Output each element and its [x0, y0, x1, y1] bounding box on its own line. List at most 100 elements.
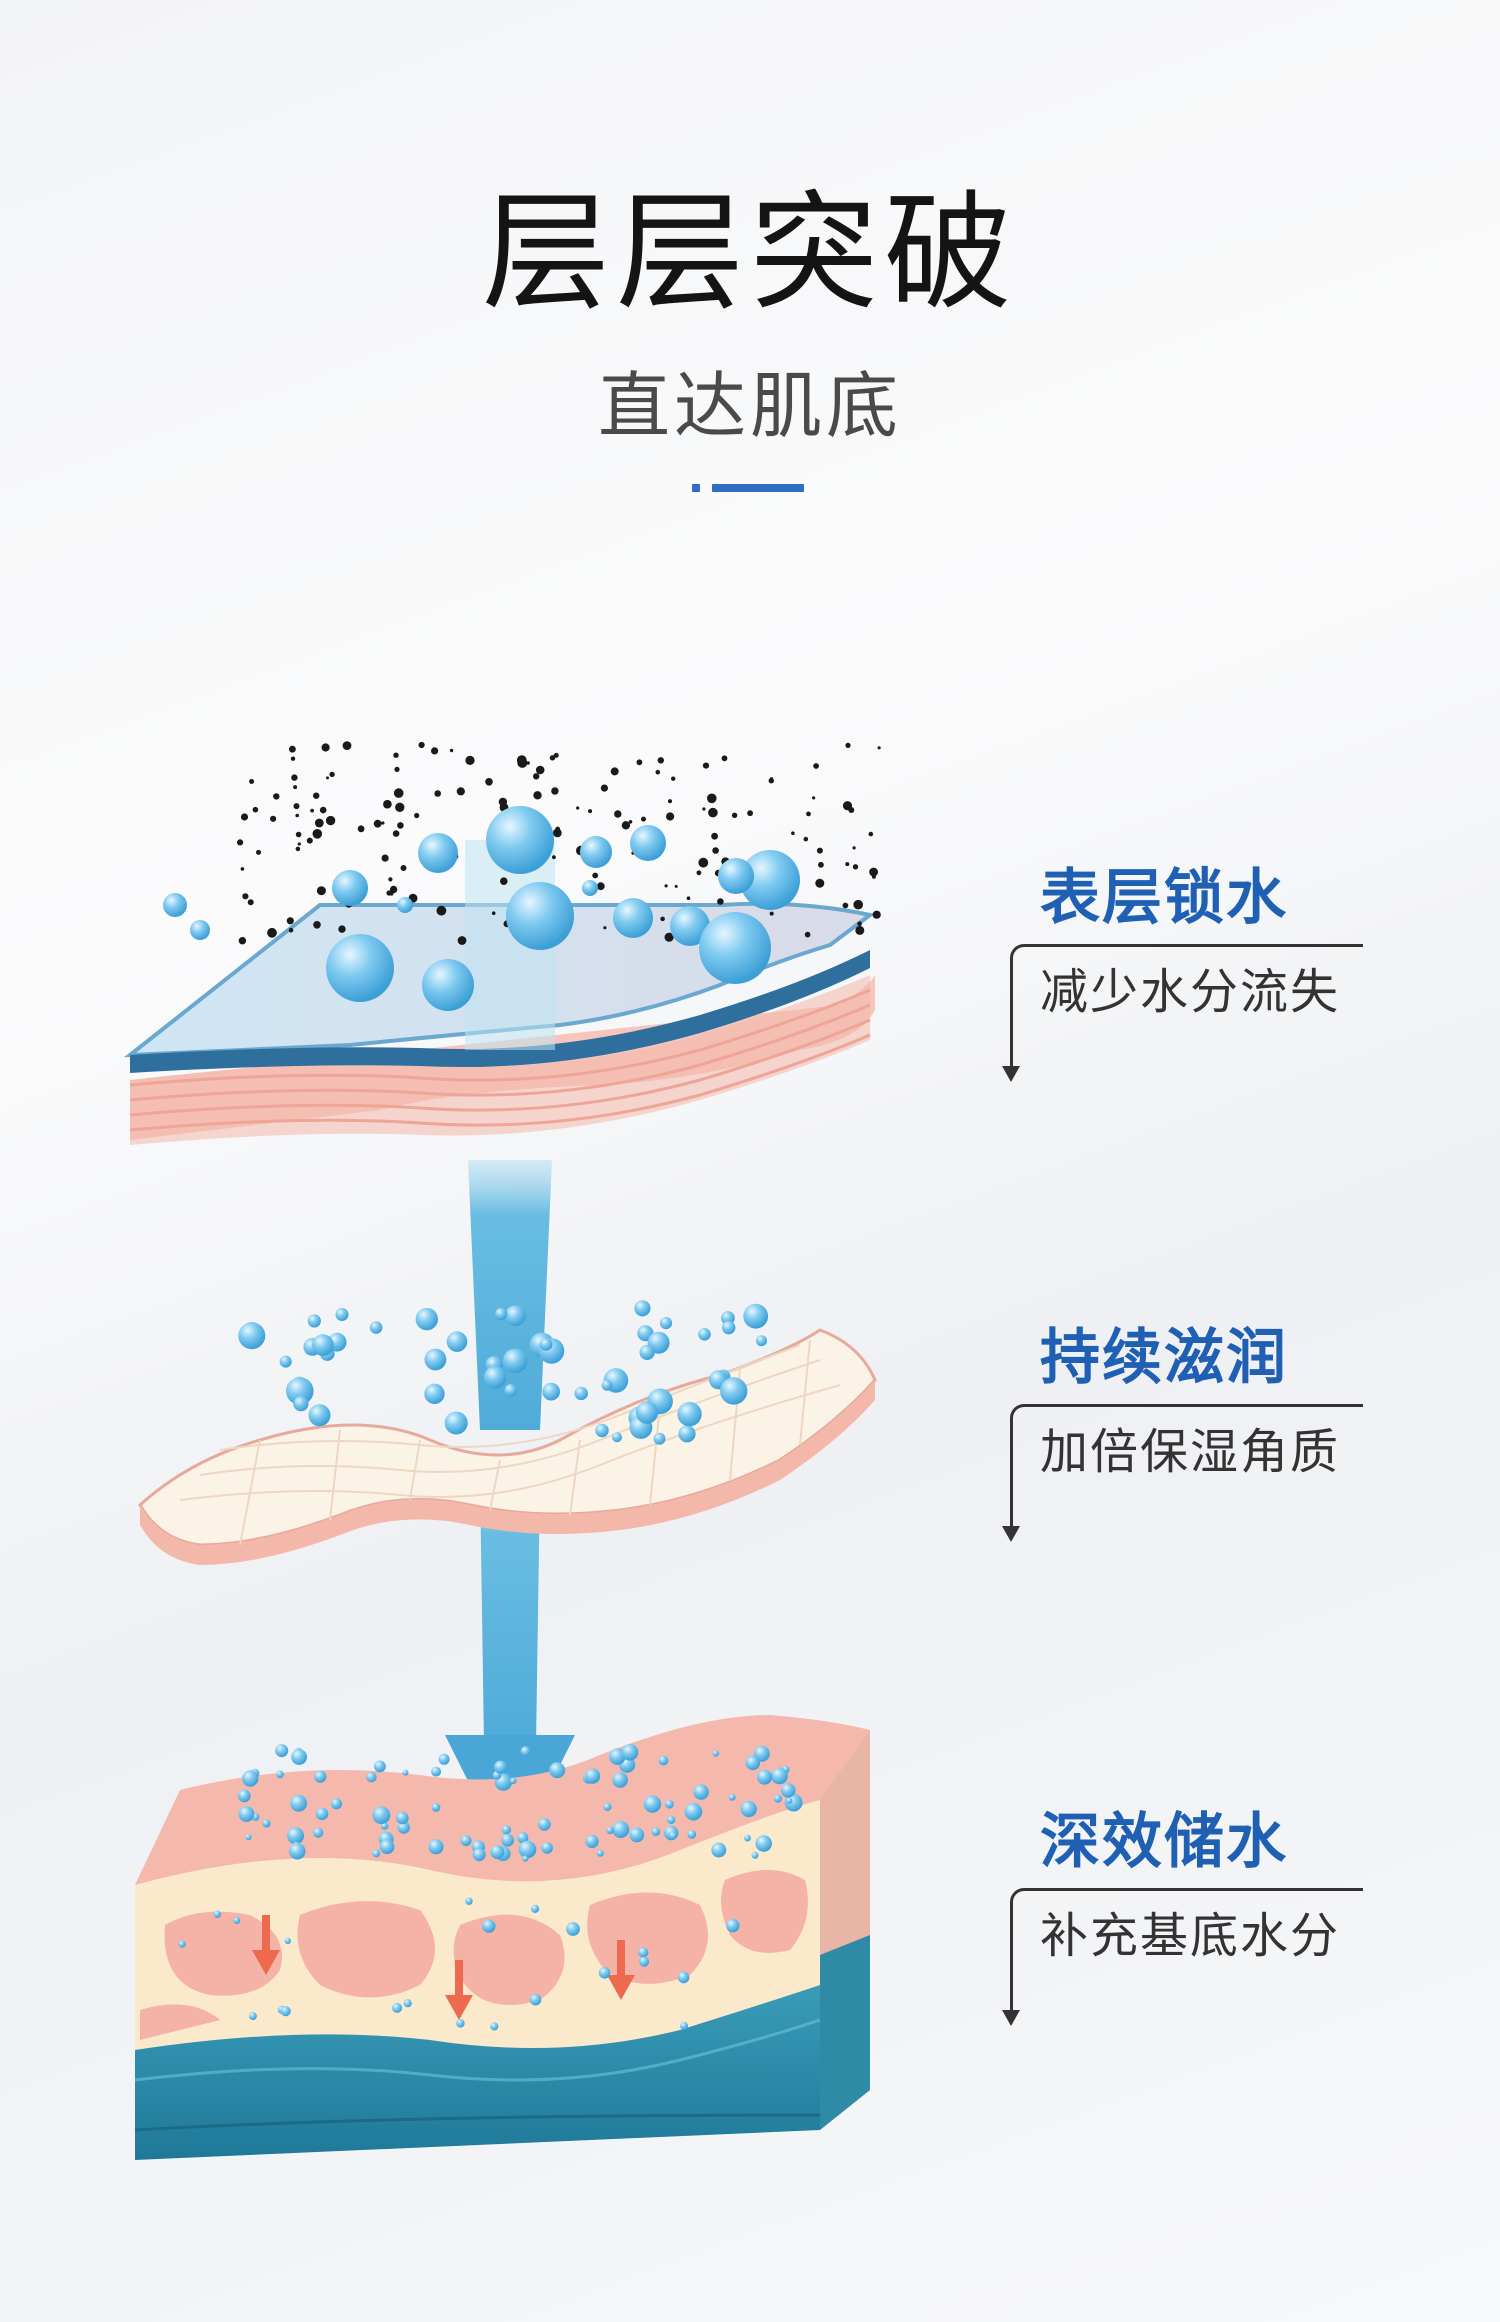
- water-bubble: [279, 1355, 292, 1368]
- impurity-dot: [306, 837, 313, 844]
- water-bubble: [638, 1947, 649, 1958]
- impurity-dot: [338, 925, 346, 933]
- impurity-dot: [395, 802, 405, 812]
- impurity-dot: [666, 812, 675, 821]
- water-bubbles: [163, 806, 803, 2031]
- water-bubble: [275, 1744, 289, 1758]
- water-bubble: [415, 1307, 438, 1331]
- water-bubble: [431, 1803, 441, 1812]
- impurity-dot: [491, 911, 496, 915]
- layer-label-surface: 表层锁水 减少水分流失: [1002, 863, 1363, 1082]
- impurity-dot: [381, 821, 385, 825]
- water-bubble: [456, 2019, 465, 2028]
- water-bubble: [238, 1806, 255, 1822]
- water-bubble: [163, 893, 187, 917]
- impurity-dot: [256, 849, 261, 855]
- water-bubble: [287, 1827, 304, 1845]
- layer-label-deep: 深效储水 补充基底水分: [1002, 1812, 1363, 2026]
- layer-label-middle: 持续滋润 加倍保湿角质: [1002, 1328, 1363, 1542]
- water-bubble: [756, 1335, 767, 1347]
- water-bubble: [541, 1842, 553, 1854]
- impurity-dot: [252, 806, 259, 813]
- water-bubble: [444, 1411, 468, 1435]
- water-bubble: [580, 836, 612, 868]
- water-bubble: [495, 1307, 508, 1321]
- water-bubble: [366, 1771, 377, 1783]
- impurity-dot: [267, 927, 277, 938]
- water-bubble: [308, 1404, 331, 1427]
- impurity-dot: [664, 932, 674, 942]
- impurity-dot: [295, 831, 302, 838]
- water-bubble: [771, 1767, 788, 1785]
- impurity-dot: [857, 921, 862, 926]
- water-bubble: [276, 1770, 284, 1779]
- water-bubble: [418, 833, 458, 873]
- impurity-dot: [388, 877, 393, 882]
- water-bubble: [606, 1826, 614, 1835]
- impurity-dot: [554, 830, 562, 837]
- impurity-dot: [418, 741, 425, 749]
- water-bubble: [639, 1956, 650, 1967]
- impurity-dot: [717, 898, 724, 905]
- water-bubble: [494, 1760, 508, 1774]
- water-bubble: [613, 898, 653, 938]
- water-bubble: [745, 1755, 761, 1771]
- water-bubble: [504, 1384, 517, 1397]
- water-bubble: [667, 1815, 676, 1824]
- impurity-dot: [314, 818, 324, 828]
- impurity-dot: [655, 769, 661, 775]
- water-bubble: [639, 1344, 655, 1360]
- water-bubble: [531, 1904, 540, 1913]
- impurity-dot: [316, 886, 326, 896]
- water-bubble: [651, 1827, 661, 1836]
- impurity-dot: [852, 864, 859, 870]
- water-bubble: [402, 1769, 409, 1776]
- water-bubble: [291, 1749, 307, 1765]
- page-title: 层层突破: [481, 179, 1018, 328]
- water-bubble: [603, 1802, 612, 1811]
- water-bubble: [284, 1937, 291, 1945]
- impurity-dot: [747, 810, 753, 817]
- water-bubble: [693, 1784, 709, 1800]
- water-bubble: [213, 1910, 221, 1918]
- water-bubble: [653, 1432, 666, 1445]
- impurity-dot: [872, 910, 881, 919]
- impurity-dot: [526, 761, 530, 765]
- water-bubble: [659, 1317, 673, 1330]
- water-bubble: [465, 1897, 473, 1905]
- impurity-dot: [373, 819, 382, 828]
- middle-layer-graphic: [138, 1328, 877, 1565]
- impurity-dot: [465, 755, 475, 766]
- water-bubble: [372, 1849, 381, 1858]
- water-bubble: [369, 1321, 383, 1334]
- impurity-dot: [533, 791, 542, 800]
- impurity-dot: [325, 815, 336, 826]
- water-bubble: [677, 1401, 702, 1427]
- water-bubble: [643, 1795, 662, 1813]
- water-bubble: [712, 1750, 719, 1757]
- impurity-dot: [313, 792, 320, 799]
- water-bubble: [374, 1760, 386, 1773]
- water-bubble: [280, 2006, 291, 2017]
- impurity-dot: [381, 854, 389, 862]
- water-bubble: [484, 1366, 507, 1389]
- impurity-dot: [457, 936, 467, 945]
- impurity-dot: [804, 931, 811, 938]
- water-bubble: [290, 1794, 308, 1812]
- water-bubble: [501, 1833, 514, 1847]
- layer-heading: 表层锁水: [1040, 863, 1288, 933]
- water-bubble: [472, 1848, 486, 1862]
- water-bubble: [582, 880, 598, 896]
- impurity-dot: [813, 763, 819, 769]
- water-bubble: [549, 1762, 566, 1779]
- impurity-dot: [383, 802, 390, 809]
- water-bubble: [422, 959, 474, 1011]
- water-bubble: [773, 1794, 783, 1803]
- impurity-dot: [291, 774, 298, 781]
- water-bubble: [621, 1744, 639, 1761]
- impurity-dot: [842, 801, 853, 811]
- water-bubble: [428, 1839, 444, 1855]
- impurity-dot: [551, 787, 559, 795]
- impurity-dot: [592, 872, 599, 879]
- impurity-dot: [293, 785, 298, 790]
